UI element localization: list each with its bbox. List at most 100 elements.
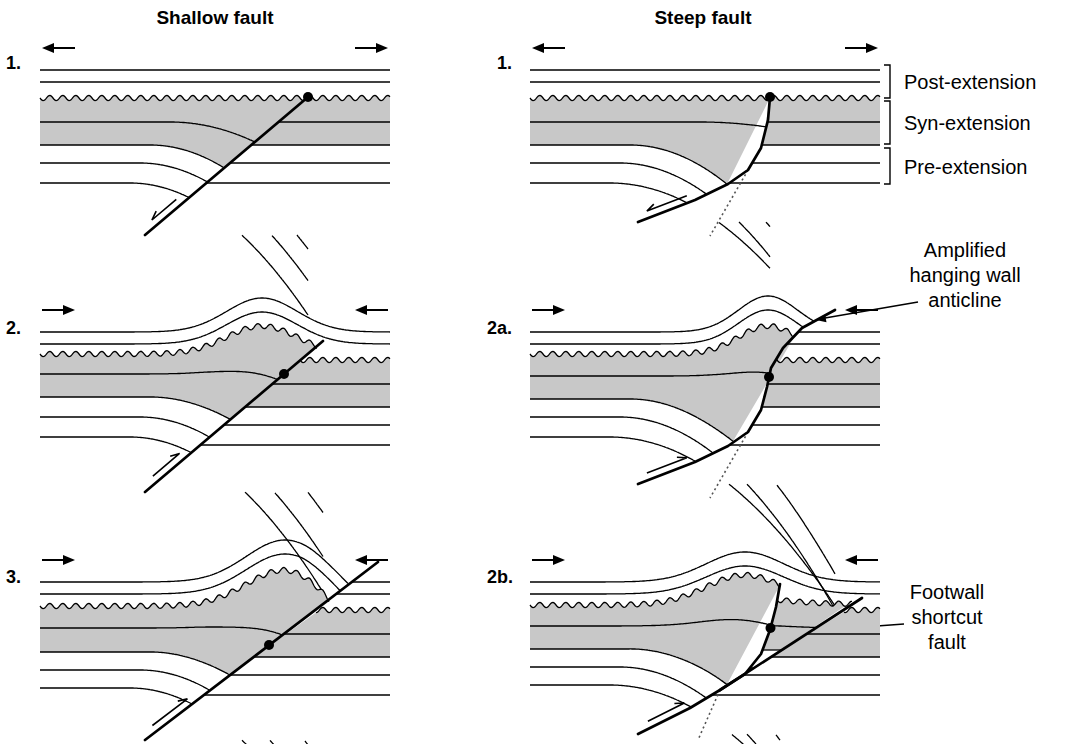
null-point — [764, 372, 774, 382]
horizon — [530, 145, 727, 184]
horizon — [242, 740, 378, 744]
fault — [638, 97, 770, 222]
stress-arrowhead — [553, 305, 565, 315]
horizon — [530, 69, 880, 70]
horizon — [787, 343, 880, 344]
horizon — [305, 741, 378, 744]
horizon — [530, 437, 695, 461]
horizon — [275, 493, 323, 557]
horizon — [732, 735, 780, 744]
stress-arrowhead — [376, 43, 388, 53]
horizon — [766, 222, 770, 227]
horizon — [530, 296, 814, 332]
stress-arrowhead — [553, 555, 565, 565]
horizon — [530, 163, 706, 194]
horizon — [40, 417, 209, 437]
horizon — [762, 144, 880, 145]
bracket — [884, 101, 890, 144]
unconformity — [40, 95, 306, 100]
column-heading: Steep fault — [603, 6, 803, 29]
stratigraphy-label: Syn-extension — [904, 111, 1031, 135]
syn-extension-fill — [762, 95, 880, 145]
horizon — [40, 397, 230, 419]
horizon — [207, 182, 390, 183]
syn-extension-fill — [762, 357, 880, 407]
horizon — [739, 222, 770, 257]
horizon — [768, 121, 880, 122]
cross-section-panel — [40, 43, 390, 315]
horizon — [352, 581, 390, 582]
slip-arrow — [647, 196, 687, 211]
stress-arrowhead — [63, 555, 75, 565]
panel-number: 2. — [6, 317, 21, 339]
syn-extension-fill — [246, 357, 390, 407]
callout-label: Amplified hanging wall anticline — [888, 238, 1042, 313]
horizon — [297, 235, 308, 249]
horizon — [772, 626, 816, 628]
horizon — [252, 144, 390, 145]
stress-arrowhead — [845, 305, 857, 315]
horizon — [530, 183, 687, 203]
horizon — [530, 685, 691, 707]
panel-number: 2b. — [487, 566, 513, 588]
stress-arrowhead — [845, 555, 857, 565]
fault — [638, 584, 780, 734]
horizon — [201, 444, 390, 445]
panel-number: 1. — [497, 52, 512, 74]
stratigraphy-brackets — [884, 65, 890, 184]
horizon — [530, 310, 803, 344]
stress-arrowhead — [355, 555, 367, 565]
callout-label: Footwall shortcut fault — [895, 580, 999, 655]
slip-arrow — [152, 699, 187, 726]
horizon — [799, 331, 880, 332]
cross-section-panel — [40, 298, 390, 592]
horizon — [530, 372, 769, 376]
horizon — [40, 371, 277, 379]
unconformity — [40, 568, 329, 609]
fault — [145, 341, 323, 492]
horizon — [747, 734, 780, 744]
horizon — [40, 652, 230, 675]
stress-arrowhead — [355, 305, 367, 315]
horizon — [730, 444, 880, 445]
unconformity — [776, 357, 880, 362]
horizon — [807, 633, 880, 634]
horizon — [40, 670, 209, 690]
horizon — [530, 122, 766, 127]
horizon — [530, 620, 771, 626]
horizon — [204, 694, 390, 695]
syn-extension-fill — [530, 573, 779, 685]
fault — [145, 97, 308, 235]
fault — [720, 598, 862, 690]
horizon — [776, 735, 780, 740]
horizon — [762, 406, 880, 407]
horizon — [40, 437, 191, 453]
horizon — [40, 122, 254, 142]
bracket — [884, 65, 890, 98]
syn-extension-fill — [252, 95, 390, 145]
unconformity — [307, 95, 390, 100]
stress-arrowhead — [532, 43, 544, 53]
slip-arrow — [648, 703, 684, 721]
syn-extension-fill — [40, 568, 329, 676]
horizon — [40, 81, 390, 82]
horizon — [254, 656, 390, 657]
unconformity — [770, 95, 880, 100]
horizon — [231, 674, 390, 675]
stress-arrowhead — [63, 305, 75, 315]
horizon — [270, 740, 378, 744]
horizon — [224, 424, 390, 425]
horizon — [40, 69, 390, 70]
horizon — [246, 406, 390, 407]
null-point — [303, 92, 313, 102]
horizon — [40, 627, 282, 635]
null-point — [766, 623, 776, 633]
syn-extension-fill — [530, 95, 769, 184]
stress-arrowhead — [866, 43, 878, 53]
horizon — [273, 383, 390, 384]
horizon — [284, 633, 390, 634]
horizon — [231, 162, 390, 163]
unconformity — [316, 607, 390, 612]
